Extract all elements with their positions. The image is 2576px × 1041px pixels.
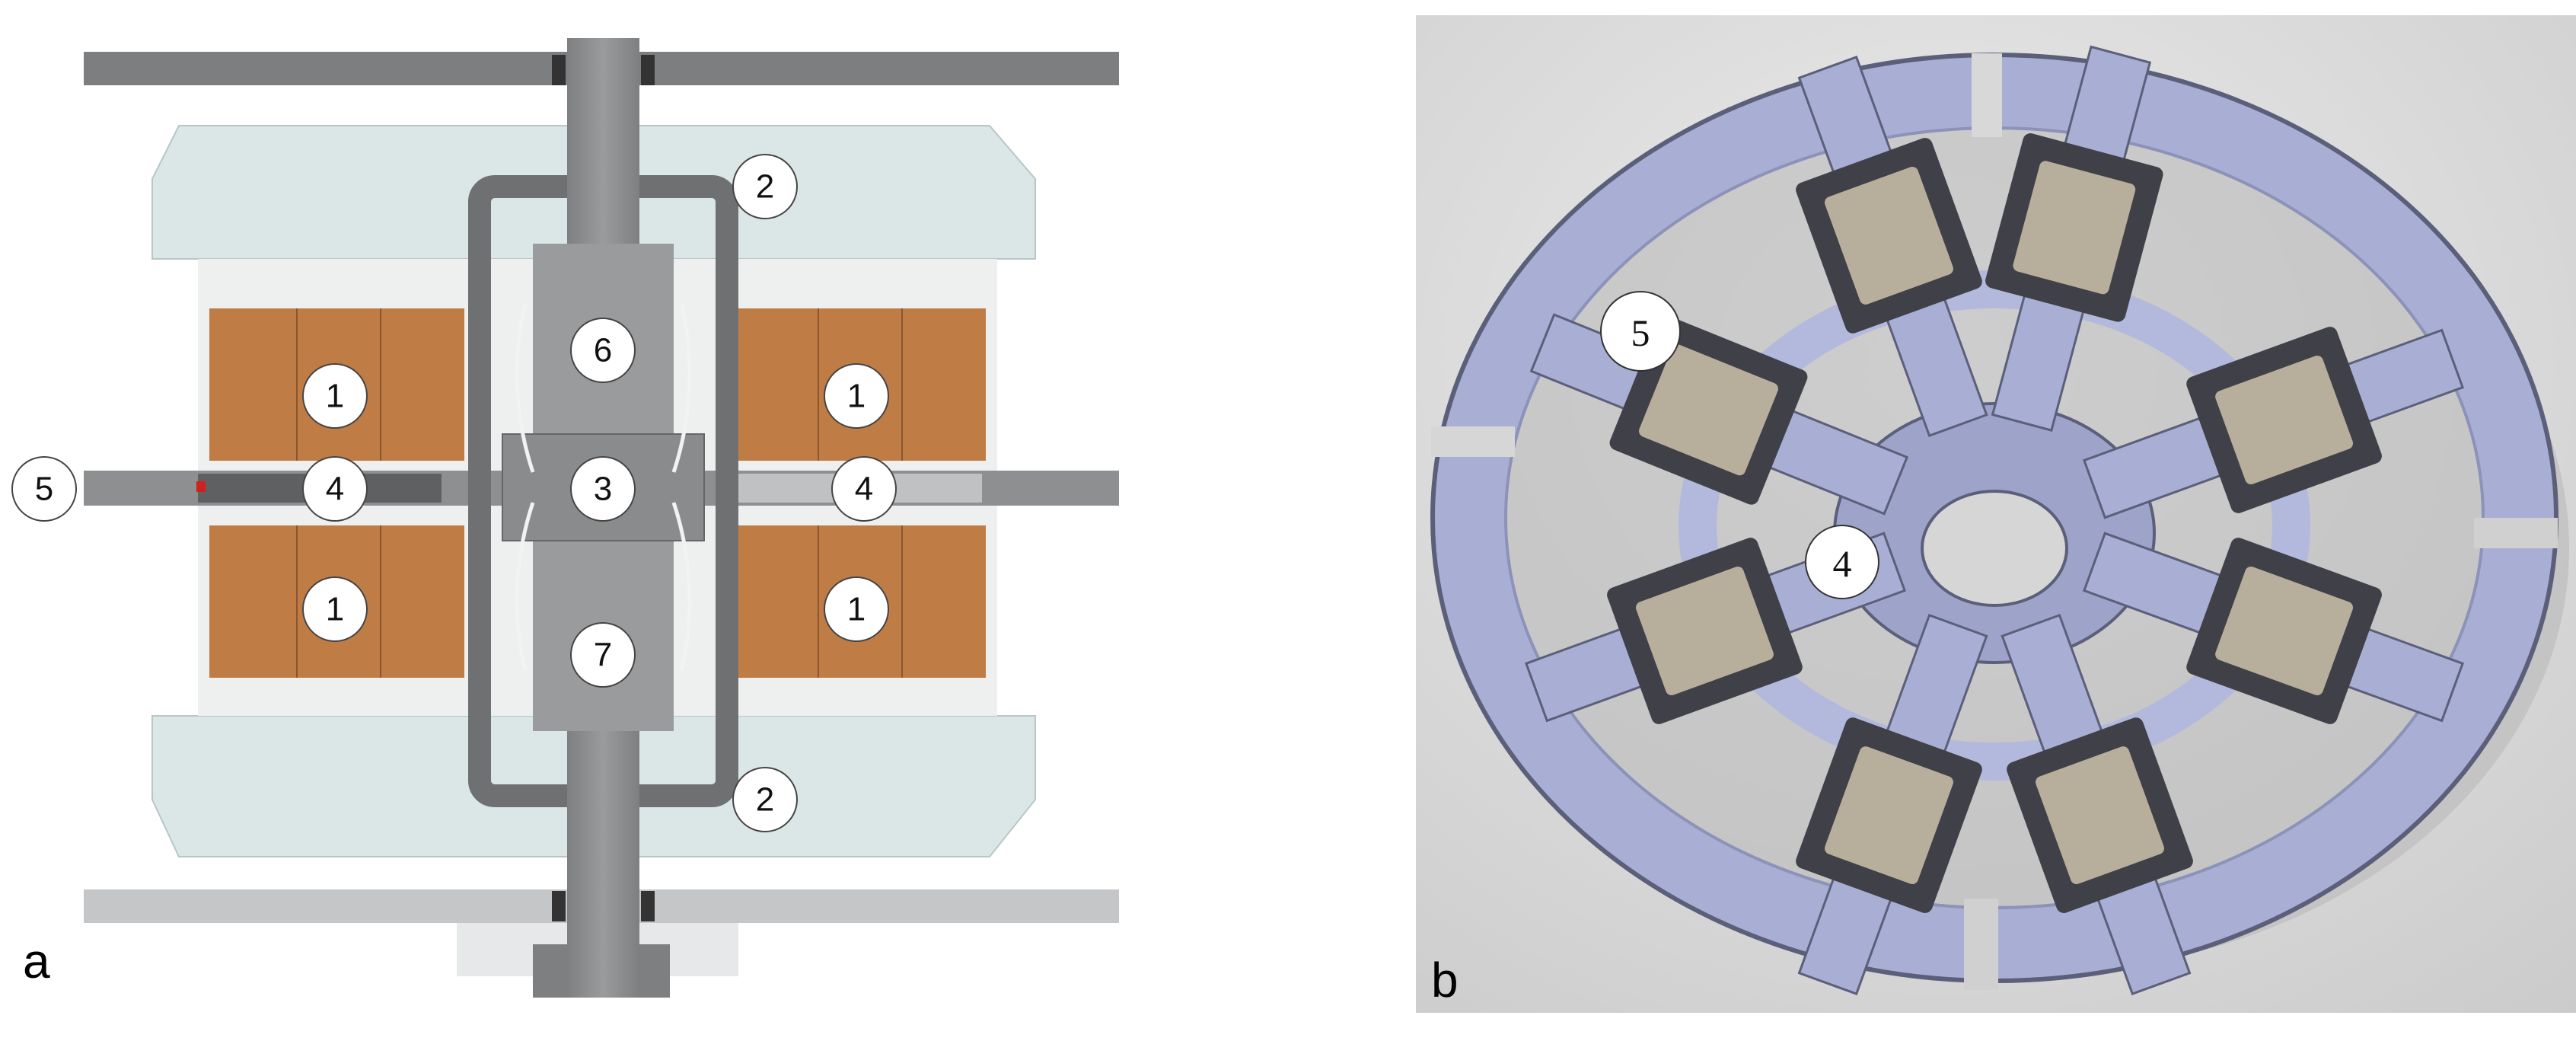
callout-1-upper-left: 1	[302, 363, 368, 429]
svg-text:1: 1	[847, 378, 866, 415]
callout-4-left: 4	[302, 456, 368, 522]
spoke-module-7	[1796, 613, 1988, 996]
spoke-module-1	[1985, 45, 2163, 432]
spoke-module-5	[2082, 532, 2465, 724]
ring-gap-bottom	[1964, 899, 1998, 990]
svg-text:4: 4	[855, 471, 873, 508]
svg-text:6: 6	[594, 332, 612, 369]
callout-1-lower-left: 1	[302, 576, 368, 642]
svg-text:1: 1	[326, 378, 344, 415]
wire-right-upper	[671, 304, 692, 473]
svg-text:5: 5	[35, 471, 53, 508]
spoke-module-4	[2082, 327, 2465, 519]
cross-section-drawing: 1 1 1 1 2 2 3 4	[11, 38, 1119, 998]
callout-1-upper-right: 1	[824, 363, 889, 429]
ring-gap-right	[2474, 518, 2558, 548]
wire-right-lower	[671, 502, 692, 671]
bearing-bottom-right	[641, 891, 655, 921]
callout-5: 5	[11, 456, 77, 522]
svg-text:4: 4	[326, 471, 344, 508]
callout-3: 3	[570, 456, 636, 522]
spoke-module-6	[2001, 613, 2193, 996]
bearing-top-left	[552, 55, 566, 85]
callout-4-b: 4	[1805, 525, 1879, 599]
callout-6: 6	[570, 318, 636, 383]
svg-text:2: 2	[756, 168, 774, 206]
bearing-top-right	[641, 55, 655, 85]
panel-b-3d-view: 5 4 b	[1416, 0, 2576, 1041]
callout-2-bottom: 2	[732, 767, 798, 832]
svg-text:2: 2	[756, 781, 774, 819]
panel-a-cross-section: 1 1 1 1 2 2 3 4	[0, 0, 1142, 1041]
bearing-bottom-left	[552, 891, 566, 921]
ring-gap-left	[1431, 426, 1515, 457]
callout-7: 7	[570, 622, 636, 688]
hub-bore	[1921, 490, 2068, 607]
callout-5-b: 5	[1600, 291, 1681, 372]
callout-1-lower-right: 1	[824, 576, 889, 642]
svg-text:7: 7	[594, 637, 612, 674]
svg-text:5: 5	[1631, 311, 1650, 354]
arm-marker	[196, 481, 206, 492]
wire-left-upper	[515, 304, 535, 473]
callout-2-top: 2	[732, 154, 798, 219]
svg-text:4: 4	[1833, 542, 1852, 585]
panel-b-label: b	[1431, 953, 1459, 1007]
svg-text:3: 3	[594, 471, 612, 508]
callout-4-right: 4	[831, 456, 897, 522]
inner-ring	[1679, 270, 2310, 781]
svg-text:1: 1	[326, 591, 344, 628]
ring-assembly-drawing: 5 4	[1416, 15, 2576, 1013]
svg-text:1: 1	[847, 591, 866, 628]
wire-left-lower	[515, 502, 535, 671]
ring-gap-top	[1972, 53, 2002, 137]
panel-a-label: a	[23, 934, 50, 988]
spoke-module-2	[1796, 55, 1988, 438]
